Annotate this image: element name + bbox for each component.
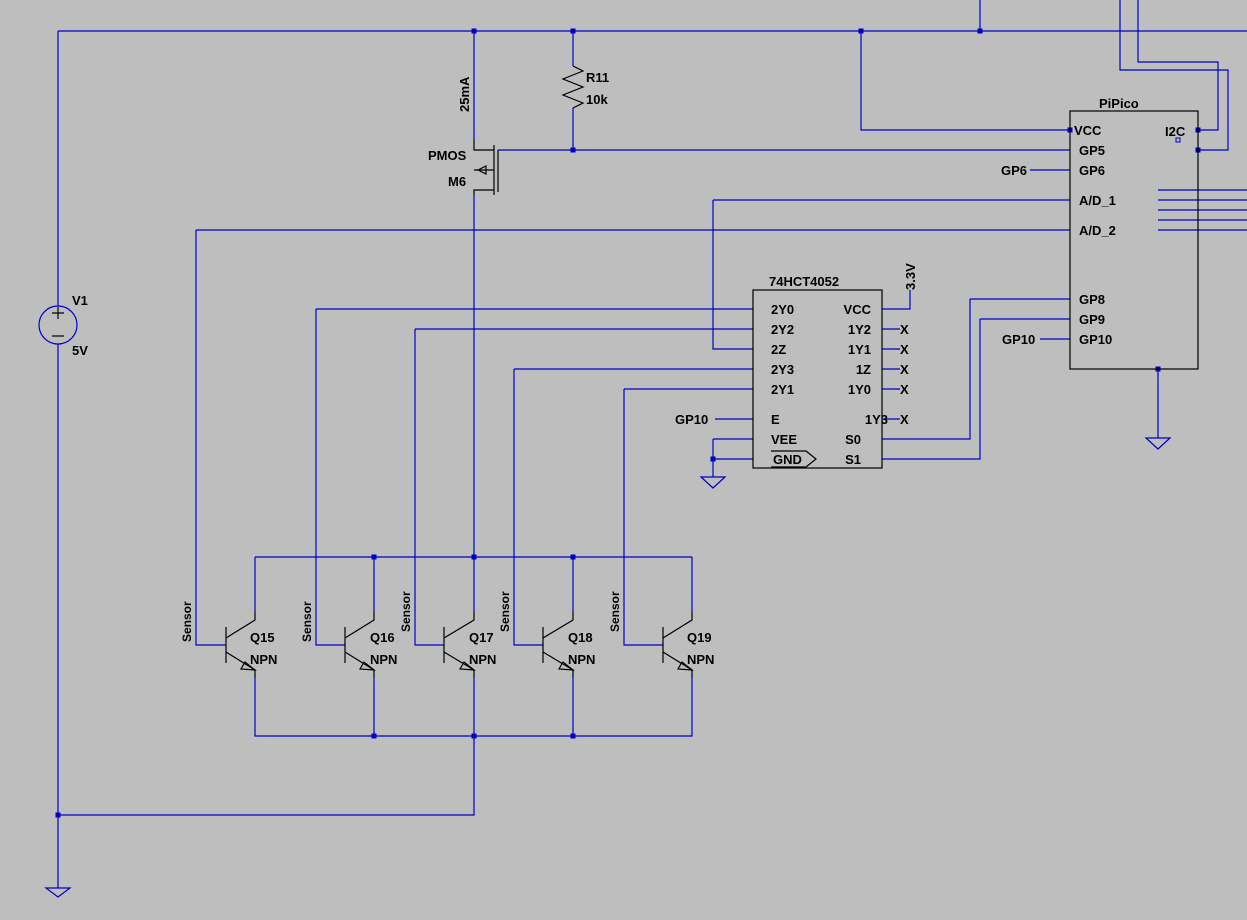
pico-pin-gp6: GP6 (1079, 163, 1105, 178)
mux-pin-1y2: 1Y2 (848, 322, 871, 337)
net-label-gp6: GP6 (1001, 163, 1027, 178)
pico-pin-gp8: GP8 (1079, 292, 1105, 307)
mux-pin-2y0: 2Y0 (771, 302, 794, 317)
nc-mark: X (900, 382, 909, 397)
q18-type: NPN (568, 652, 595, 667)
mux-pin-2y3: 2Y3 (771, 362, 794, 377)
mux-pin-s0: S0 (845, 432, 861, 447)
npn-q15[interactable]: Sensor Q15 NPN (180, 601, 277, 678)
sensor-label: Sensor (608, 591, 622, 632)
mux-supply-label: 3.3V (903, 263, 918, 290)
q18-name: Q18 (568, 630, 593, 645)
net-label-gp10-mux: GP10 (675, 412, 708, 427)
mux-pin-vcc: VCC (844, 302, 872, 317)
mux-pin-2y1: 2Y1 (771, 382, 794, 397)
pico-pin-gp5: GP5 (1079, 143, 1105, 158)
nc-mark: X (900, 412, 909, 427)
mux-pin-2z: 2Z (771, 342, 786, 357)
mux-pin-2y2: 2Y2 (771, 322, 794, 337)
net-label-gp10-pico: GP10 (1002, 332, 1035, 347)
npn-q16[interactable]: Sensor Q16 NPN (300, 601, 397, 678)
sensor-label: Sensor (300, 601, 314, 642)
wires (57, 0, 1247, 888)
pico-pin-gp9: GP9 (1079, 312, 1105, 327)
r11-name: R11 (586, 70, 609, 85)
mux-part: 74HCT4052 (769, 274, 839, 289)
nc-mark: X (900, 322, 909, 337)
mux-pin-gnd: GND (773, 452, 802, 467)
npn-q18[interactable]: Sensor Q18 NPN (498, 591, 595, 678)
voltage-source-v1[interactable]: V1 5V (38, 293, 88, 358)
v1-value: 5V (72, 343, 88, 358)
ground-symbol (1144, 437, 1172, 450)
pmos-m6[interactable]: PMOS M6 25mA (428, 76, 499, 195)
r11-value: 10k (586, 92, 608, 107)
ground-symbol (44, 887, 72, 898)
q16-type: NPN (370, 652, 397, 667)
mux-pin-1y0: 1Y0 (848, 382, 871, 397)
sensor-label: Sensor (498, 591, 512, 632)
q15-name: Q15 (250, 630, 275, 645)
pico-pin-ad1: A/D_1 (1079, 193, 1116, 208)
q16-name: Q16 (370, 630, 395, 645)
sensor-label: Sensor (180, 601, 194, 642)
pico-pin-gp10: GP10 (1079, 332, 1112, 347)
mux-pin-e: E (771, 412, 780, 427)
mux-pin-vee: VEE (771, 432, 797, 447)
m6-name: M6 (448, 174, 466, 189)
nc-mark: X (900, 342, 909, 357)
q15-type: NPN (250, 652, 277, 667)
pipico-module[interactable]: PiPico VCC GP5 GP6 A/D_1 A/D_2 GP8 GP9 G… (1001, 96, 1199, 370)
resistor-r11[interactable]: R11 10k (561, 65, 609, 109)
v1-name: V1 (72, 293, 88, 308)
pico-pin-vcc: VCC (1074, 123, 1102, 138)
nc-mark: X (900, 362, 909, 377)
npn-q17[interactable]: Sensor Q17 NPN (399, 591, 496, 678)
q19-name: Q19 (687, 630, 712, 645)
pico-pin-i2c: I2C (1165, 124, 1186, 139)
q17-type: NPN (469, 652, 496, 667)
ground-symbol (699, 476, 727, 489)
mux-pin-1y3: 1Y3 (865, 412, 888, 427)
q17-name: Q17 (469, 630, 494, 645)
sensor-label: Sensor (399, 591, 413, 632)
mux-74hct4052[interactable]: 74HCT4052 3.3V 2Y0 2Y2 2Z 2Y3 2Y1 E VEE … (675, 263, 918, 469)
mux-pin-s1: S1 (845, 452, 861, 467)
npn-q19[interactable]: Sensor Q19 NPN (608, 591, 714, 678)
current-label: 25mA (457, 76, 472, 112)
q19-type: NPN (687, 652, 714, 667)
mux-pin-1z: 1Z (856, 362, 871, 377)
pico-pin-ad2: A/D_2 (1079, 223, 1116, 238)
m6-type: PMOS (428, 148, 467, 163)
mux-pin-1y1: 1Y1 (848, 342, 871, 357)
junction-dots (55, 28, 1201, 818)
pico-name: PiPico (1099, 96, 1139, 111)
